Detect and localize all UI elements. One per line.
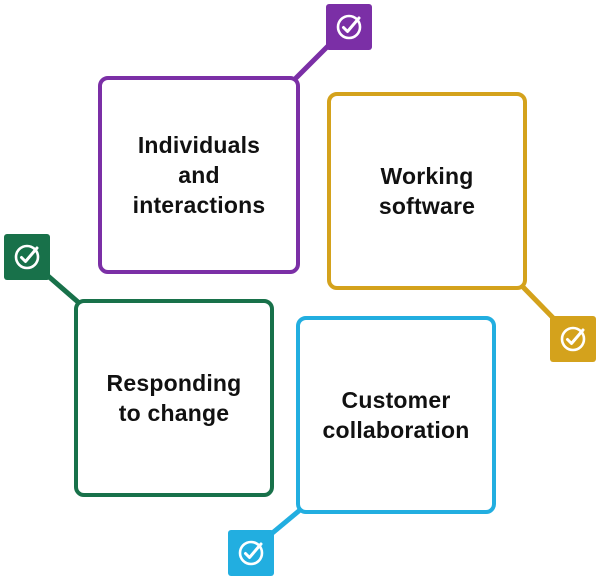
check-circle-icon xyxy=(336,14,362,40)
check-circle-icon xyxy=(560,326,586,352)
check-circle-icon xyxy=(14,244,40,270)
value-label-individuals: Individuals and interactions xyxy=(132,132,266,218)
value-label-working-software: Working software xyxy=(378,163,476,219)
check-badge-working-software xyxy=(550,316,596,362)
value-box-customer-collaboration: Customer collaboration xyxy=(296,316,496,514)
value-box-working-software: Working software xyxy=(327,92,527,290)
value-box-individuals: Individuals and interactions xyxy=(98,76,300,274)
check-circle-icon xyxy=(238,540,264,566)
check-badge-individuals xyxy=(326,4,372,50)
value-label-customer-collaboration: Customer collaboration xyxy=(322,387,470,443)
value-label-responding-to-change: Responding to change xyxy=(106,370,242,426)
value-box-responding-to-change: Responding to change xyxy=(74,299,274,497)
check-badge-responding-to-change xyxy=(4,234,50,280)
check-badge-customer-collaboration xyxy=(228,530,274,576)
